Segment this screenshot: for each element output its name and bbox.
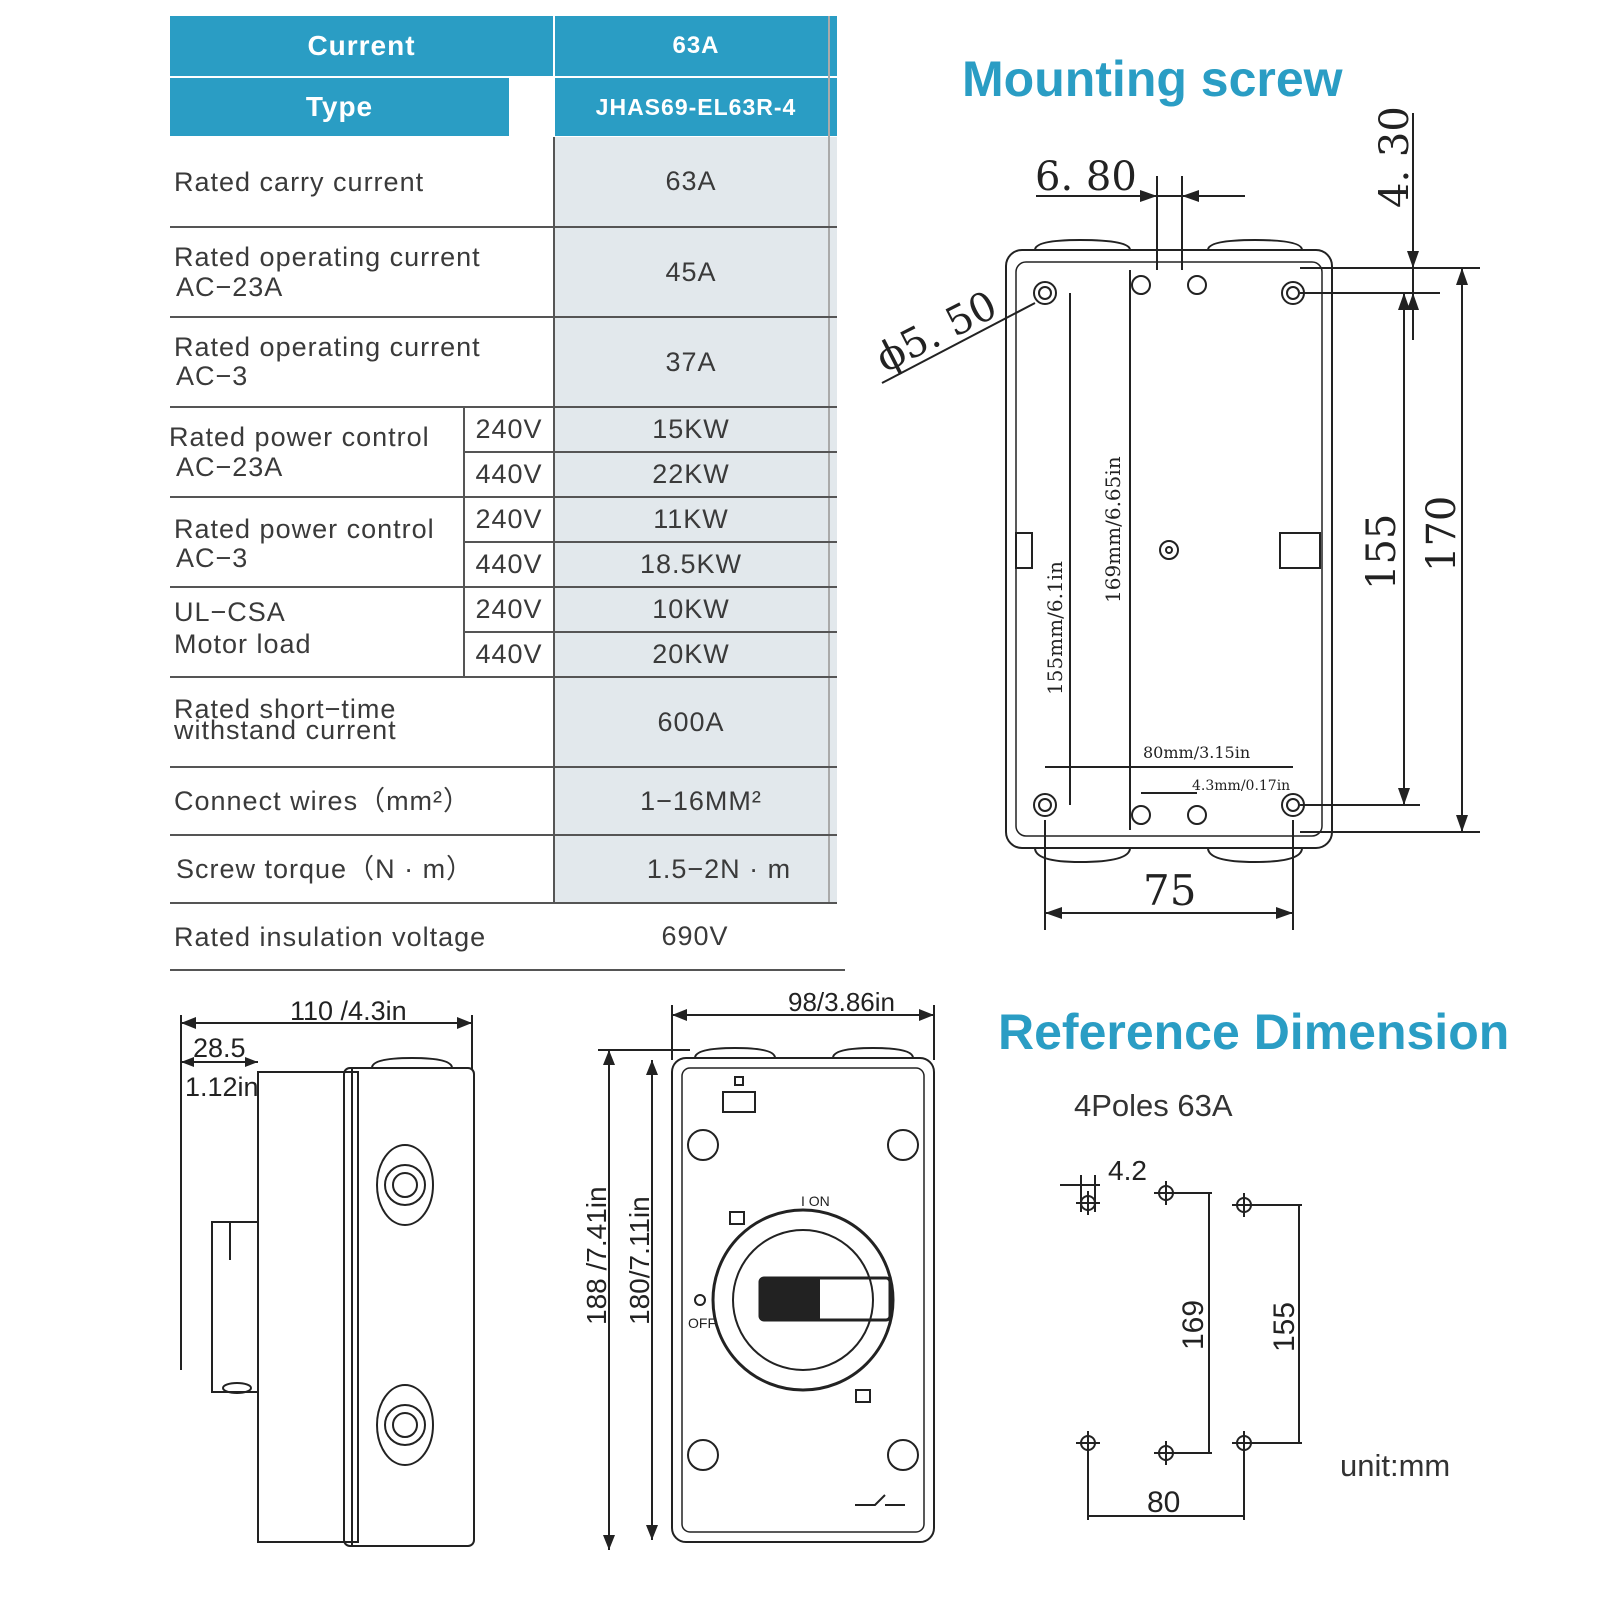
label-insulation: Rated insulation voltage xyxy=(174,921,487,952)
ref-dim-80: 80 xyxy=(1147,1486,1180,1519)
value-rated-carry: 63A xyxy=(555,137,827,226)
pw3-power-440: 18.5KW xyxy=(555,543,827,586)
label-pw23-line2: AC−23A xyxy=(176,452,284,482)
ul-power-240: 10KW xyxy=(555,588,827,631)
table-col-divider xyxy=(553,137,555,903)
pw23-power-440: 22KW xyxy=(555,453,827,496)
pw23-voltage-440: 440V xyxy=(475,459,543,489)
pw23-voltage-240: 240V xyxy=(475,414,543,444)
dim-inner-169: 169mm/6.65in xyxy=(1101,456,1125,603)
row-line xyxy=(170,766,837,768)
value-op23: 45A xyxy=(555,228,827,316)
label-short-line2: withstand current xyxy=(174,715,397,745)
pw3-voltage-440: 440V xyxy=(475,549,543,579)
row-line xyxy=(170,406,837,408)
reference-dimension-drawing: 4.2 169 155 80 xyxy=(1060,1155,1302,1520)
label-pw3-line1: Rated power control xyxy=(174,514,435,544)
on-label: I ON xyxy=(801,1193,830,1209)
ul-power-440: 20KW xyxy=(555,633,827,676)
ref-dim-155: 155 xyxy=(1268,1302,1301,1352)
row-line xyxy=(170,586,837,588)
row-line xyxy=(463,541,837,543)
pw3-voltage-240: 240V xyxy=(475,504,543,534)
mounting-screw-drawing: 6. 80 4. 30 ϕ5. 50 155mm/6.1in 169mm/6.6… xyxy=(869,106,1480,930)
mounting-screw-heading: Mounting screw xyxy=(962,51,1343,107)
off-label: OFF xyxy=(688,1315,716,1331)
dim-height-170: 170 xyxy=(1419,496,1465,572)
front-dim-180: 180/7.11in xyxy=(624,1196,655,1325)
value-torque: 1.5−2N · m xyxy=(555,836,827,902)
front-dim-188: 188 /7.41in xyxy=(581,1186,612,1325)
side-view-drawing: 110 /4.3in 28.5 1.12in xyxy=(180,996,475,1547)
pw23-power-240: 15KW xyxy=(555,408,827,451)
row-line xyxy=(170,226,837,228)
row-line xyxy=(463,451,837,453)
front-dim-width: 98/3.86in xyxy=(788,987,895,1017)
side-dim-depth-in: 1.12in xyxy=(185,1072,259,1102)
dim-screw-height: 4. 30 xyxy=(1372,106,1418,208)
dim-width-43: 4.3mm/0.17in xyxy=(1192,778,1290,794)
unit-label: unit:mm xyxy=(1340,1448,1451,1483)
label-rated-carry: Rated carry current xyxy=(174,166,425,197)
dim-hole-diameter: ϕ5. 50 xyxy=(869,282,1005,382)
side-dim-depth-mm: 28.5 xyxy=(193,1033,246,1063)
label-ul-line2: Motor load xyxy=(174,629,312,659)
header-current-label: Current xyxy=(170,16,553,76)
ref-dim-169: 169 xyxy=(1177,1300,1210,1350)
row-line xyxy=(170,676,837,678)
dim-screw-width: 6. 80 xyxy=(1035,154,1137,200)
label-op3-line1: Rated operating current xyxy=(174,332,481,362)
dim-height-155: 155 xyxy=(1359,514,1405,590)
value-insulation: 690V xyxy=(661,921,729,951)
side-dim-width: 110 /4.3in xyxy=(290,996,407,1026)
label-torque: Screw torque（N · m） xyxy=(176,854,475,884)
ul-voltage-440: 440V xyxy=(475,639,543,669)
label-ul-line1: UL−CSA xyxy=(174,597,286,627)
label-short-line1: Rated short−time xyxy=(174,694,397,724)
ref-dim-42: 4.2 xyxy=(1108,1155,1147,1186)
ul-voltage-240: 240V xyxy=(475,594,543,624)
header-type-label: Type xyxy=(170,78,509,136)
row-line xyxy=(463,631,837,633)
label-pw3-line2: AC−3 xyxy=(176,543,249,573)
row-line xyxy=(170,834,837,836)
pw3-power-240: 11KW xyxy=(555,498,827,541)
label-op23-line2: AC−23A xyxy=(176,272,284,302)
row-line xyxy=(170,316,837,318)
poles-label: 4Poles 63A xyxy=(1074,1088,1233,1123)
row-line xyxy=(170,496,837,498)
value-short: 600A xyxy=(555,678,827,766)
dim-width-80: 80mm/3.15in xyxy=(1143,743,1250,762)
header-type-value: JHAS69-EL63R-4 xyxy=(555,78,837,136)
table-right-edge xyxy=(828,16,830,903)
label-op3-line2: AC−3 xyxy=(176,361,249,391)
row-line xyxy=(170,902,837,904)
label-op23-line1: Rated operating current xyxy=(174,242,481,272)
reference-dimension-heading: Reference Dimension xyxy=(998,1004,1510,1060)
front-view-drawing: 98/3.86in 188 /7.41in 180/7.11in I ON OF… xyxy=(581,987,935,1550)
label-pw23-line1: Rated power control xyxy=(169,422,430,452)
dim-inner-155: 155mm/6.1in xyxy=(1043,561,1067,695)
dim-width-75: 75 xyxy=(1143,866,1196,915)
row-line xyxy=(170,969,845,971)
label-wires: Connect wires（mm²） xyxy=(174,786,472,816)
value-wires: 1−16MM² xyxy=(555,768,827,834)
header-current-value: 63A xyxy=(555,16,837,76)
value-op3: 37A xyxy=(555,318,827,406)
